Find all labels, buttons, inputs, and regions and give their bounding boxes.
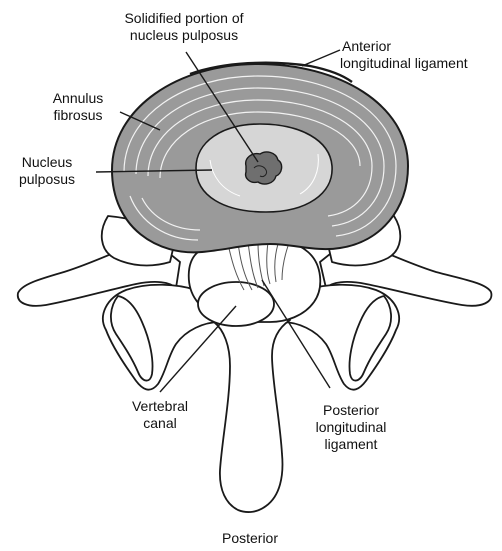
label-solidified-nucleus: Solidified portion of nucleus pulposus (104, 10, 264, 44)
spinous-process (214, 313, 290, 512)
label-nucleus-pulposus: Nucleus pulposus (6, 154, 88, 188)
label-posterior-lig-line3: ligament (296, 436, 406, 453)
label-vertebral-canal: Vertebral canal (124, 398, 196, 432)
label-posterior-ligament: Posterior longitudinal ligament (296, 402, 406, 453)
label-annulus-line1: Annulus (40, 90, 116, 107)
label-anterior-line2: longitudinal ligament (340, 55, 468, 72)
label-solidified-line1: Solidified portion of (104, 10, 264, 27)
label-canal-line2: canal (124, 415, 196, 432)
label-posterior-lig-line1: Posterior (296, 402, 406, 419)
label-nucleus-line1: Nucleus (6, 154, 88, 171)
label-nucleus-line2: pulposus (6, 171, 88, 188)
label-canal-line1: Vertebral (124, 398, 196, 415)
label-solidified-line2: nucleus pulposus (104, 27, 264, 44)
intervertebral-disc (112, 64, 408, 252)
label-annulus-line2: fibrosus (40, 107, 116, 124)
label-anterior-line1: Anterior (342, 38, 468, 55)
vertebral-canal-opening (198, 282, 274, 326)
label-posterior-lig-line2: longitudinal (296, 419, 406, 436)
label-anterior-ligament: Anterior longitudinal ligament (342, 38, 468, 72)
label-posterior: Posterior (200, 530, 300, 547)
leader-anterior-ligament (302, 50, 340, 66)
label-annulus-fibrosus: Annulus fibrosus (40, 90, 116, 124)
